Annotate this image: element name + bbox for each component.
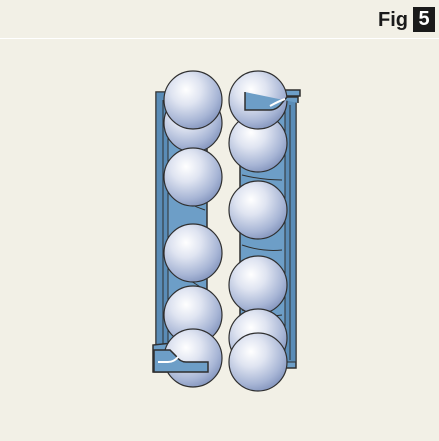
egg [163,70,223,130]
figure-header: Fig 5 [0,0,439,38]
egg [228,180,288,240]
egg [163,223,223,283]
header-divider [0,38,439,39]
right-egg-column [228,70,288,392]
egg [228,332,288,392]
figure-number-badge: 5 [413,7,435,32]
egg [163,147,223,207]
left-tray-latch-front [153,349,209,373]
egg [228,255,288,315]
right-tray-latch-front [244,92,299,111]
figure-label: Fig [378,9,408,31]
